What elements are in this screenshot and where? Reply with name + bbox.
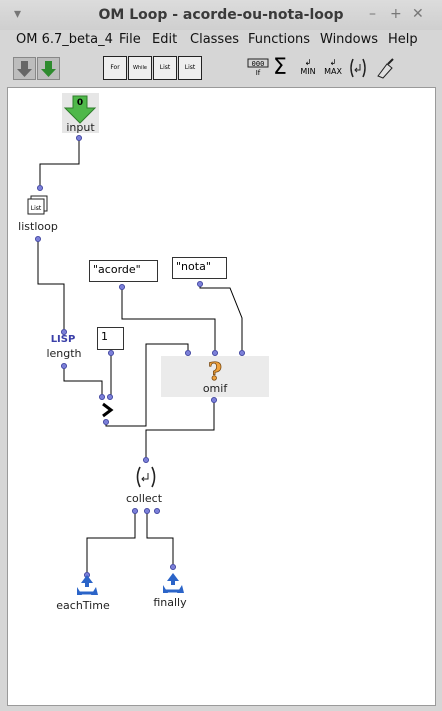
menu-file[interactable]: File — [119, 32, 141, 47]
connection-listloop-length — [37, 240, 65, 330]
port-listloop-out[interactable] — [35, 235, 42, 242]
omif-label: omif — [202, 382, 228, 395]
collect-node[interactable] — [134, 465, 158, 489]
recycle-icon — [77, 575, 98, 595]
port-listloop-in[interactable] — [37, 184, 44, 191]
title-bar[interactable]: ▾ OM Loop - acorde-ou-nota-loop – + ✕ — [0, 0, 442, 30]
connection-input-listloop — [39, 138, 80, 186]
toolbar: For While List List 000 If Σ ↲ MIN ↲ MAX — [0, 50, 442, 86]
menu-edit[interactable]: Edit — [152, 32, 178, 47]
input-add-button[interactable] — [13, 57, 36, 80]
min-label: MIN — [300, 67, 316, 76]
port-omloop-in2[interactable] — [107, 393, 114, 400]
recycle-icon — [163, 573, 184, 593]
eachtime-label: eachTime — [56, 599, 110, 612]
max-button[interactable]: ↲ MAX — [322, 58, 344, 78]
if-icon: 000 If — [247, 58, 269, 76]
omloop-node[interactable] — [99, 401, 115, 419]
question-mark-icon: ? — [208, 358, 223, 384]
loop-small-icon: ↲ — [304, 58, 312, 67]
port-omif-in1[interactable] — [184, 349, 191, 356]
connection-collect-eachtime — [86, 512, 136, 574]
svg-text:List: List — [31, 205, 42, 212]
sum-icon[interactable]: Σ — [273, 55, 287, 80]
close-button[interactable]: ✕ — [412, 6, 424, 22]
menu-om[interactable]: OM 6.7_beta_4 — [16, 32, 113, 47]
eachtime-node[interactable] — [74, 573, 100, 597]
menu-functions[interactable]: Functions — [248, 32, 311, 47]
string-nota-box[interactable]: "nota" — [172, 257, 227, 279]
number-box[interactable]: 1 — [97, 327, 124, 350]
port-collect-out3[interactable] — [153, 507, 160, 514]
input-label: input — [66, 121, 95, 134]
connection-omif-collect — [145, 400, 215, 458]
menu-help[interactable]: Help — [388, 32, 418, 47]
port-omif-out[interactable] — [210, 396, 217, 403]
window-menu-icon[interactable]: ▾ — [14, 6, 22, 22]
listloop-label: listloop — [18, 220, 58, 233]
connection-collect-finally — [146, 512, 174, 566]
port-omloop-in1[interactable] — [99, 393, 106, 400]
loop-small-icon: ↲ — [329, 58, 337, 67]
omif-node[interactable]: ? omif — [161, 356, 269, 397]
minimize-button[interactable]: – — [369, 6, 376, 22]
input-index: 0 — [77, 98, 83, 108]
svg-text:If: If — [256, 69, 261, 76]
if-button[interactable]: 000 If — [247, 58, 269, 76]
port-acorde-out[interactable] — [119, 283, 126, 290]
port-input-out[interactable] — [76, 134, 83, 141]
window-title: OM Loop - acorde-ou-nota-loop — [98, 7, 344, 23]
port-length-in[interactable] — [61, 328, 68, 335]
listloop-icon: List — [27, 195, 48, 215]
output-add-button[interactable] — [37, 57, 60, 80]
port-finally-in[interactable] — [169, 564, 176, 571]
port-omloop-out[interactable] — [103, 418, 110, 425]
finally-label: finally — [153, 596, 187, 609]
lisp-icon[interactable]: LISP — [50, 334, 76, 345]
broom-icon — [377, 58, 394, 79]
port-number-out[interactable] — [108, 349, 115, 356]
connection-length-omloop — [63, 366, 103, 396]
collect-icon — [350, 58, 366, 78]
list-loop-button[interactable]: List — [153, 56, 177, 80]
menu-bar: OM 6.7_beta_4 File Edit Classes Function… — [0, 30, 442, 50]
green-arrow-icon: 0 — [63, 95, 97, 124]
port-collect-out2[interactable] — [143, 507, 150, 514]
menu-classes[interactable]: Classes — [190, 32, 239, 47]
listloop-node[interactable]: List — [26, 192, 50, 216]
chevron-right-icon — [102, 402, 114, 418]
port-collect-out1[interactable] — [131, 507, 138, 514]
port-omif-in3[interactable] — [238, 349, 245, 356]
svg-text:?: ? — [208, 358, 222, 384]
port-collect-in[interactable] — [142, 456, 149, 463]
menu-windows[interactable]: Windows — [320, 32, 379, 47]
collect-button[interactable] — [348, 56, 368, 80]
input-node[interactable]: 0 input — [62, 93, 99, 134]
green-down-arrow-icon — [41, 61, 56, 77]
accumulate-button[interactable] — [372, 56, 396, 80]
on-list-loop-button[interactable]: List — [178, 56, 202, 80]
finally-node[interactable] — [160, 571, 186, 595]
string-acorde-box[interactable]: "acorde" — [89, 260, 158, 282]
port-omif-in2[interactable] — [211, 349, 218, 356]
collect-label: collect — [125, 492, 163, 505]
gray-down-arrow-icon — [17, 61, 32, 77]
maximize-button[interactable]: + — [390, 6, 402, 22]
connection-nota-omif — [199, 284, 243, 352]
connection-acorde-omif — [121, 287, 216, 352]
length-label: length — [46, 347, 82, 360]
port-nota-out[interactable] — [196, 280, 203, 287]
while-loop-button[interactable]: While — [128, 56, 152, 80]
for-loop-button[interactable]: For — [103, 56, 127, 80]
min-button[interactable]: ↲ MIN — [297, 58, 319, 78]
connection-omloop-omif — [105, 343, 189, 427]
collect-icon — [136, 466, 156, 488]
max-label: MAX — [324, 67, 342, 76]
port-length-out[interactable] — [61, 362, 68, 369]
svg-text:000: 000 — [252, 60, 265, 68]
